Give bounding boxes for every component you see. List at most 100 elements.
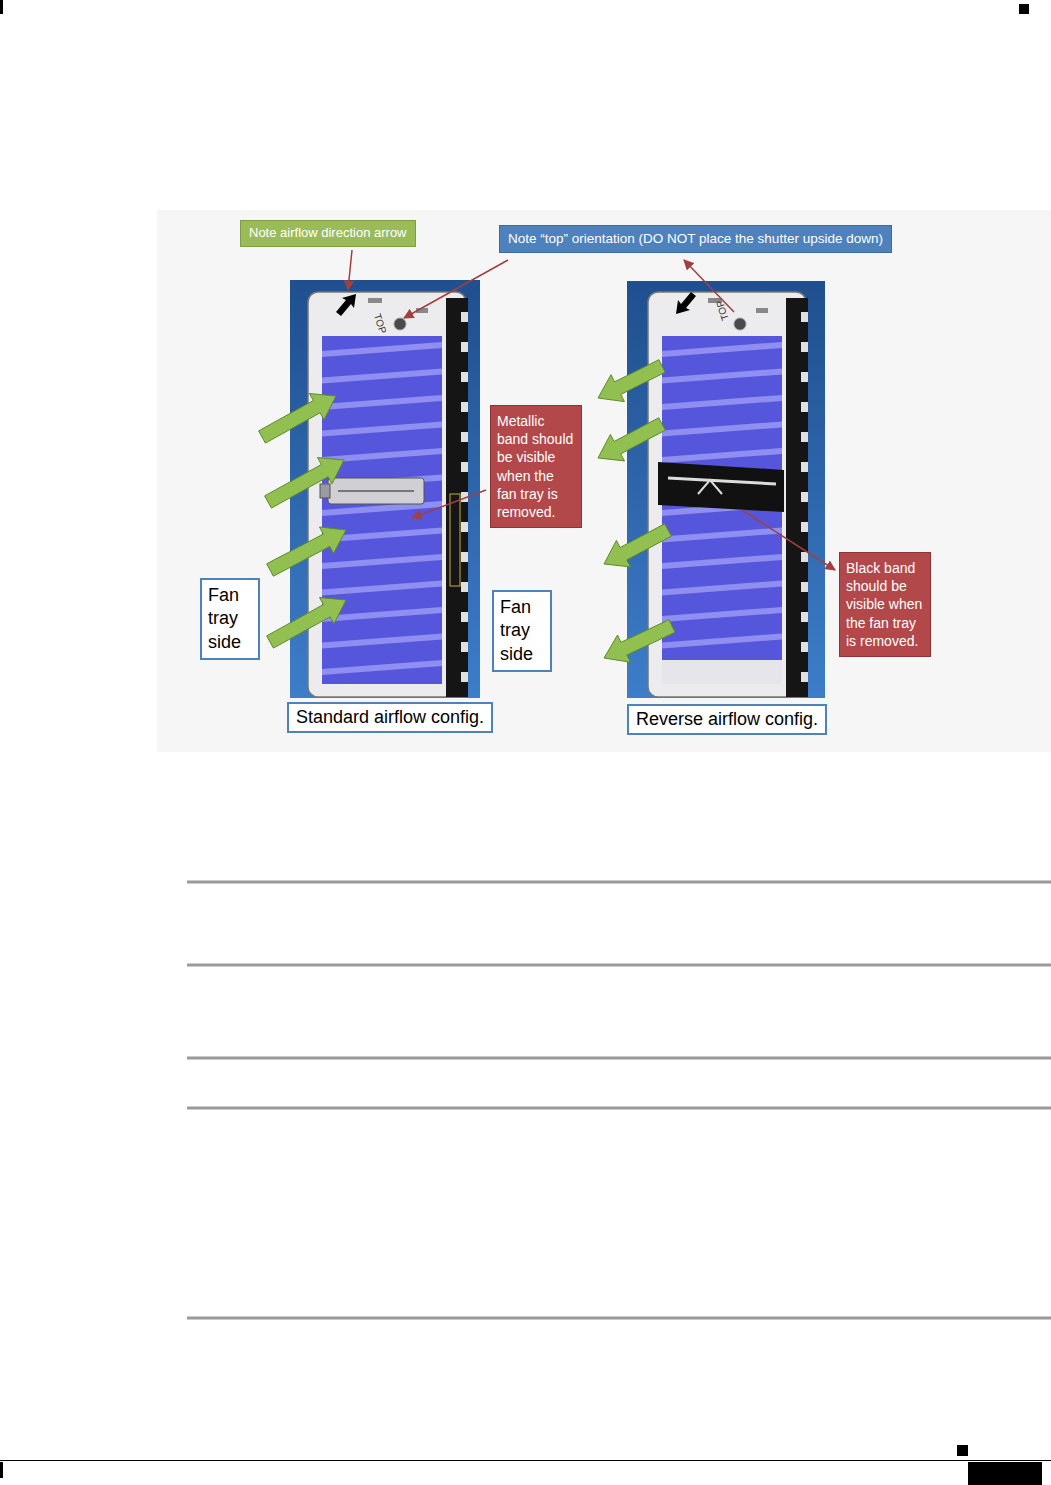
leader-line: [404, 260, 508, 318]
callout-text: Metallic band should be visible when the…: [497, 412, 575, 521]
side-notch: [461, 432, 468, 442]
band-clip: [698, 480, 722, 494]
rule-line: [187, 964, 1051, 967]
side-notch: [461, 462, 468, 472]
callout-text: Fan tray side: [500, 596, 544, 666]
louver: [662, 422, 782, 437]
side-notch: [801, 342, 808, 352]
side-notch: [461, 342, 468, 352]
side-notch: [461, 402, 468, 412]
louver: [662, 448, 782, 463]
louver: [322, 369, 442, 384]
page-mark: [0, 0, 3, 14]
callout-box: Reverse airflow config.: [627, 704, 827, 735]
airflow-arrow: [267, 527, 346, 576]
louver: [322, 342, 442, 357]
callout-text: Reverse airflow config.: [636, 708, 818, 731]
callout-text: Standard airflow config.: [296, 706, 484, 729]
side-notch: [461, 612, 468, 622]
callout-box: Standard airflow config.: [287, 702, 493, 733]
airflow-arrow: [604, 524, 671, 567]
airflow-arrow: [598, 418, 665, 461]
callout-box: Metallic band should be visible when the…: [490, 405, 582, 528]
louver-area: [322, 336, 442, 684]
side-notch: [461, 522, 468, 532]
side-notch: [461, 552, 468, 562]
airflow-symbol: [676, 292, 696, 314]
screw: [394, 318, 406, 330]
inner-floor: [662, 660, 782, 684]
band-tab: [320, 484, 330, 498]
rule-line: [187, 1057, 1051, 1060]
leader-line: [412, 490, 486, 518]
side-notch: [801, 372, 808, 382]
figure-ground: [157, 210, 1051, 752]
page-mark: [1019, 4, 1029, 14]
side-notch: [461, 642, 468, 652]
band-rib: [668, 478, 776, 484]
side-notch: [801, 642, 808, 652]
leader-line: [348, 250, 352, 290]
louver: [322, 660, 442, 675]
louver: [322, 634, 442, 649]
screw: [734, 318, 746, 330]
band-rib: [338, 490, 414, 492]
callout-text: Note airflow direction arrow: [249, 225, 407, 242]
side-notch: [461, 582, 468, 592]
shutter-device: [648, 292, 808, 697]
callout-text: Black band should be visible when the fa…: [846, 559, 924, 650]
shutter-frame: [308, 292, 466, 697]
background-panel: [290, 280, 480, 698]
callout-box: Fan tray side: [492, 590, 552, 672]
louver: [662, 395, 782, 410]
rule-line: [187, 1317, 1051, 1320]
leader-line: [742, 510, 835, 570]
leader-line: [684, 260, 734, 312]
callout-box: Fan tray side: [200, 578, 260, 660]
side-notch: [461, 372, 468, 382]
slot: [756, 308, 768, 313]
airflow-arrow: [259, 394, 336, 444]
airflow-symbol: [336, 294, 356, 316]
louver: [662, 634, 782, 649]
shutter-frame: [648, 292, 806, 697]
louver: [662, 581, 782, 596]
shutter-device: [308, 292, 468, 697]
side-notch: [801, 492, 808, 502]
side-notch: [801, 432, 808, 442]
louver: [322, 581, 442, 596]
side-notch: [801, 552, 808, 562]
page-mark: [957, 1445, 968, 1456]
airflow-arrow: [604, 620, 675, 663]
side-notch: [801, 582, 808, 592]
page-tab: [968, 1462, 1042, 1485]
louver: [662, 607, 782, 622]
rule-line: [0, 1460, 1051, 1461]
louver: [322, 554, 442, 569]
metallic-band: [328, 478, 424, 504]
slot: [368, 298, 382, 303]
airflow-arrow: [267, 598, 346, 649]
louver: [662, 369, 782, 384]
side-notch: [801, 402, 808, 412]
shutter-side: [786, 298, 808, 697]
airflow-arrow: [598, 360, 665, 402]
side-notch: [801, 462, 808, 472]
callout-box: Note airflow direction arrow: [240, 220, 416, 247]
louver: [662, 528, 782, 543]
airflow-arrow: [265, 458, 344, 509]
side-notch: [801, 612, 808, 622]
louver: [662, 342, 782, 357]
page-mark: [0, 1462, 3, 1478]
side-notch: [461, 672, 468, 682]
callout-box: Black band should be visible when the fa…: [839, 552, 931, 657]
louver: [322, 422, 442, 437]
black-band: [658, 462, 784, 512]
callout-text: Fan tray side: [208, 584, 252, 654]
side-notch: [801, 672, 808, 682]
callout-text: Note “top” orientation (DO NOT place the…: [508, 230, 883, 248]
rule-line: [187, 881, 1051, 884]
side-outline: [450, 494, 460, 586]
